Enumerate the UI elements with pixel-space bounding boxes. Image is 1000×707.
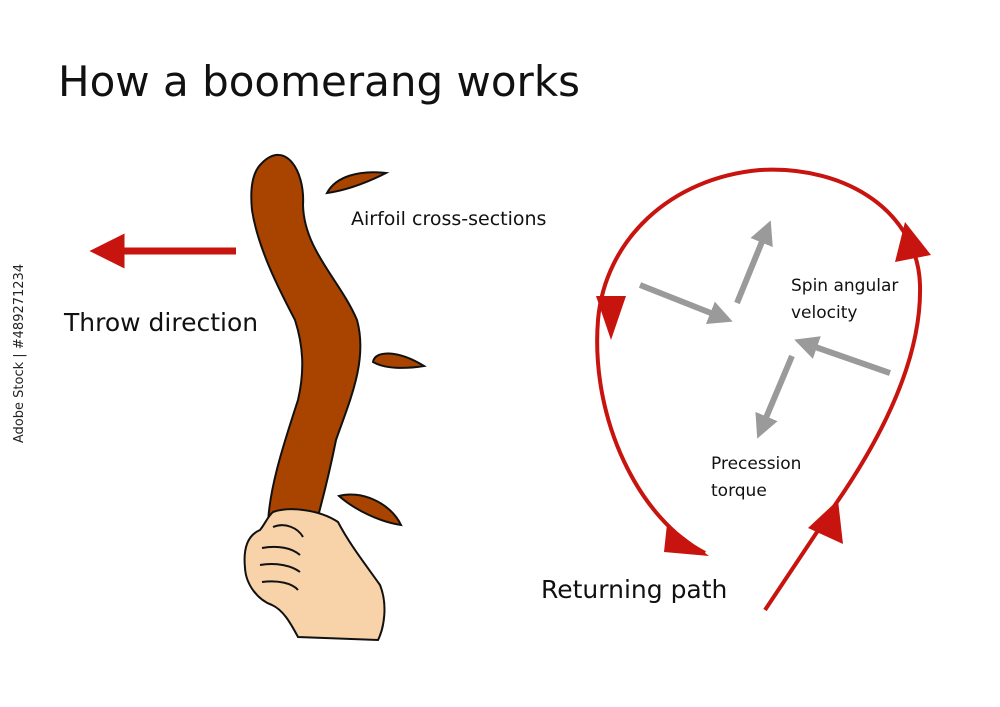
boomerang-icon	[250, 154, 362, 540]
hand-icon	[243, 508, 386, 642]
precession-label-line1: Precession	[711, 454, 801, 474]
returning-path-loop	[595, 167, 923, 555]
precession-label-line2: torque	[711, 481, 767, 501]
page-title: How a boomerang works	[58, 57, 580, 106]
airfoil-section-bottom	[336, 493, 403, 527]
precession-arrow-down	[755, 354, 795, 439]
stock-id-text: Adobe Stock | #489271234	[12, 263, 28, 444]
throw-direction-label: Throw direction	[63, 308, 258, 337]
path-arrow-right	[895, 222, 931, 262]
spin-arrow-up	[734, 220, 773, 305]
spin-label-line1: Spin angular	[791, 276, 898, 296]
returning-path-label: Returning path	[541, 575, 727, 604]
path-arrow-bottom	[664, 524, 709, 556]
precession-arrow-left	[794, 336, 891, 376]
spin-arrow-right	[638, 282, 733, 324]
path-arrow-entry	[808, 500, 843, 544]
airfoil-label: Airfoil cross-sections	[351, 208, 546, 230]
spin-label-line2: velocity	[791, 303, 857, 323]
airfoil-section-middle	[371, 352, 427, 369]
stock-watermark: Adobe Stock | #489271234	[6, 0, 34, 707]
path-arrow-left	[596, 296, 626, 340]
airfoil-section-top	[325, 171, 390, 195]
hand-finger-lines	[259, 524, 304, 591]
